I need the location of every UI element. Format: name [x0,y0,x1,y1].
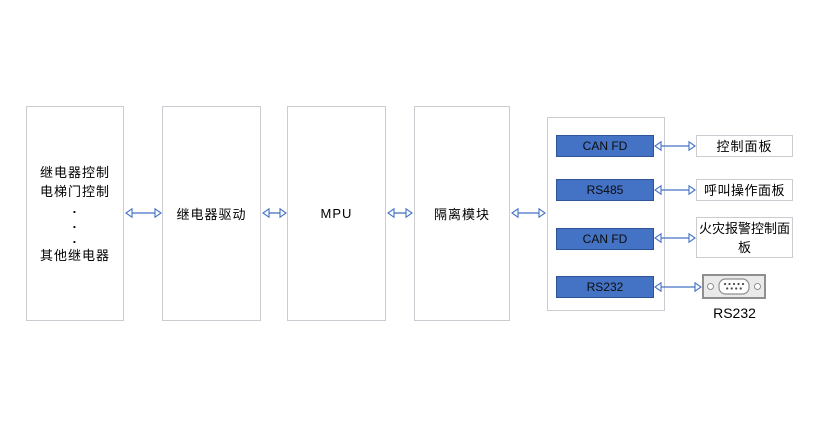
relay-bank-ellipsis-dot: . [72,230,78,246]
port-canfd-2-label: CAN FD [582,232,628,246]
arrow-isolation-interface [511,207,546,219]
port-canfd-2: CAN FD [556,228,654,250]
port-canfd-1-label: CAN FD [582,139,628,153]
db9-connector-caption: RS232 [713,305,756,321]
relay-bank-ellipsis-dot: . [72,200,78,216]
arrow-rs485-call-panel [654,184,696,196]
port-canfd-1: CAN FD [556,135,654,157]
arrow-relaybank-relaydriver [125,207,162,219]
block-relay-bank-text: 继电器控制 电梯门控制 . . . 其他继电器 [40,163,110,265]
block-isolation: 隔离模块 [414,106,510,321]
panel-control: 控制面板 [696,135,793,157]
block-isolation-label: 隔离模块 [433,207,490,222]
db9-connector-icon [702,274,766,299]
port-rs485-label: RS485 [586,183,624,197]
block-relay-driver: 继电器驱动 [162,106,261,321]
panel-call-operation-label: 呼叫操作面板 [703,182,785,198]
panel-call-operation: 呼叫操作面板 [696,179,793,201]
relay-bank-line1: 继电器控制 [39,164,110,180]
port-rs232-label: RS232 [586,280,624,294]
panel-control-label: 控制面板 [716,138,773,154]
port-rs232: RS232 [556,276,654,298]
block-mpu-label: MPU [320,206,353,221]
arrow-rs232-connector [654,281,702,293]
panel-fire-alarm-label: 火灾报警控制面板 [698,220,790,255]
relay-bank-line2: 电梯门控制 [39,183,110,199]
block-relay-bank: 继电器控制 电梯门控制 . . . 其他继电器 [26,106,124,321]
arrow-canfd1-control-panel [654,140,696,152]
panel-fire-alarm: 火灾报警控制面板 [696,217,793,258]
arrow-relaydriver-mpu [262,207,287,219]
block-relay-driver-label: 继电器驱动 [176,207,247,222]
relay-bank-line3: 其他继电器 [39,247,110,263]
arrow-canfd2-fire-panel [654,232,696,244]
block-mpu: MPU [287,106,386,321]
port-rs485: RS485 [556,179,654,201]
relay-bank-ellipsis-dot: . [72,215,78,231]
arrow-mpu-isolation [387,207,413,219]
